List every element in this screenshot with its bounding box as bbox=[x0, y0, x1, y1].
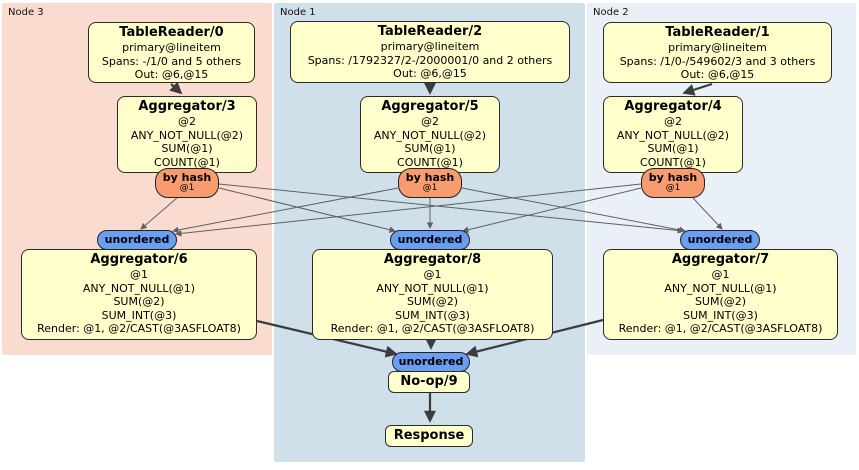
hash-router-stream: @1 bbox=[665, 183, 681, 193]
processor-aggregator-4: Aggregator/4 @2 ANY_NOT_NULL(@2) SUM(@1)… bbox=[603, 96, 743, 173]
hash-router-label: by hash bbox=[405, 171, 455, 184]
hash-router-label: by hash bbox=[648, 171, 698, 184]
processor-detail: @1 bbox=[423, 268, 442, 281]
sync-label: unordered bbox=[398, 355, 464, 368]
response-node: Response bbox=[385, 425, 473, 447]
processor-detail: primary@lineitem bbox=[122, 41, 221, 54]
processor-tablereader-0: TableReader/0 primary@lineitem Spans: -/… bbox=[88, 22, 255, 83]
region-label-node3: Node 3 bbox=[8, 7, 44, 18]
processor-detail: @2 bbox=[421, 115, 439, 128]
processor-title: TableReader/2 bbox=[377, 24, 483, 39]
processor-detail: ANY_NOT_NULL(@2) bbox=[373, 128, 487, 142]
processor-detail: SUM(@2) bbox=[113, 295, 165, 308]
processor-title: No-op/9 bbox=[400, 374, 458, 389]
processor-detail: Spans: /1/0-/549602/3 and 3 others bbox=[619, 54, 816, 68]
processor-title: TableReader/1 bbox=[665, 25, 770, 40]
processor-detail: Out: @6,@15 bbox=[680, 68, 755, 81]
hash-router-aggregator-3: by hash @1 bbox=[155, 168, 219, 198]
sync-unordered-aggregator-7: unordered bbox=[680, 230, 760, 250]
processor-detail: Spans: -/1/0 and 5 others bbox=[101, 54, 242, 68]
processor-title: Aggregator/7 bbox=[671, 252, 770, 267]
processor-detail: Render: @1, @2/CAST(@3ASFLOAT8) bbox=[37, 322, 241, 335]
processor-detail: Spans: /1792327/2-/2000001/0 and 2 other… bbox=[307, 53, 553, 67]
sync-label: unordered bbox=[397, 233, 463, 246]
sync-unordered-aggregator-6: unordered bbox=[97, 230, 177, 250]
processor-tablereader-2: TableReader/2 primary@lineitem Spans: /1… bbox=[290, 21, 570, 83]
processor-title: Response bbox=[393, 428, 465, 443]
hash-router-label: by hash bbox=[162, 171, 212, 184]
processor-detail: @1 bbox=[130, 268, 148, 281]
hash-router-stream: @1 bbox=[179, 183, 195, 193]
hash-router-stream: @1 bbox=[422, 183, 438, 193]
processor-detail: @2 bbox=[178, 115, 196, 128]
sync-label: unordered bbox=[104, 233, 170, 246]
processor-aggregator-7: Aggregator/7 @1 ANY_NOT_NULL(@1) SUM(@2)… bbox=[603, 249, 838, 340]
processor-detail: @2 bbox=[664, 115, 682, 128]
processor-detail: primary@lineitem bbox=[380, 40, 480, 53]
processor-title: Aggregator/5 bbox=[381, 99, 479, 114]
processor-noop-9: No-op/9 bbox=[388, 371, 470, 393]
sync-label: unordered bbox=[687, 233, 753, 246]
processor-detail: SUM(@1) bbox=[161, 142, 213, 155]
processor-aggregator-3: Aggregator/3 @2 ANY_NOT_NULL(@2) SUM(@1)… bbox=[117, 96, 257, 173]
processor-detail: ANY_NOT_NULL(@2) bbox=[616, 128, 730, 142]
processor-detail: SUM(@2) bbox=[406, 295, 459, 308]
processor-aggregator-6: Aggregator/6 @1 ANY_NOT_NULL(@1) SUM(@2)… bbox=[21, 249, 257, 340]
hash-router-aggregator-4: by hash @1 bbox=[641, 168, 705, 198]
processor-title: Aggregator/4 bbox=[624, 99, 722, 114]
processor-detail: COUNT(@1) bbox=[640, 155, 706, 169]
processor-detail: SUM(@1) bbox=[404, 142, 456, 155]
processor-detail: SUM_INT(@3) bbox=[395, 308, 470, 322]
processor-detail: SUM(@2) bbox=[694, 295, 747, 308]
processor-detail: SUM_INT(@3) bbox=[683, 308, 758, 322]
processor-detail: primary@lineitem bbox=[668, 41, 767, 54]
processor-detail: ANY_NOT_NULL(@1) bbox=[376, 281, 489, 295]
region-label-node1: Node 1 bbox=[280, 7, 316, 18]
processor-detail: SUM_INT(@3) bbox=[101, 308, 177, 322]
processor-detail: Out: @6,@15 bbox=[393, 67, 467, 80]
processor-tablereader-1: TableReader/1 primary@lineitem Spans: /1… bbox=[603, 22, 832, 83]
processor-detail: COUNT(@1) bbox=[397, 155, 463, 169]
processor-detail: ANY_NOT_NULL(@1) bbox=[82, 281, 196, 295]
sync-unordered-noop-9: unordered bbox=[392, 352, 470, 372]
processor-detail: COUNT(@1) bbox=[154, 155, 220, 169]
processor-title: Aggregator/8 bbox=[383, 252, 482, 267]
processor-detail: ANY_NOT_NULL(@2) bbox=[130, 128, 244, 142]
processor-detail: SUM(@1) bbox=[647, 142, 699, 155]
processor-title: Aggregator/3 bbox=[138, 99, 236, 114]
sync-unordered-aggregator-8: unordered bbox=[390, 230, 470, 250]
hash-router-aggregator-5: by hash @1 bbox=[398, 168, 462, 198]
processor-detail: Render: @1, @2/CAST(@3ASFLOAT8) bbox=[330, 322, 535, 335]
processor-detail: ANY_NOT_NULL(@1) bbox=[664, 281, 777, 295]
processor-aggregator-5: Aggregator/5 @2 ANY_NOT_NULL(@2) SUM(@1)… bbox=[360, 96, 500, 173]
processor-title: Aggregator/6 bbox=[90, 252, 188, 267]
processor-title: TableReader/0 bbox=[119, 25, 224, 40]
region-label-node2: Node 2 bbox=[593, 7, 629, 18]
processor-detail: Render: @1, @2/CAST(@3ASFLOAT8) bbox=[618, 322, 823, 335]
hash-to-sync-edges bbox=[140, 183, 723, 237]
processor-detail: Out: @6,@15 bbox=[134, 68, 209, 81]
processor-aggregator-8: Aggregator/8 @1 ANY_NOT_NULL(@1) SUM(@2)… bbox=[312, 249, 553, 340]
processor-detail: @1 bbox=[711, 268, 730, 281]
